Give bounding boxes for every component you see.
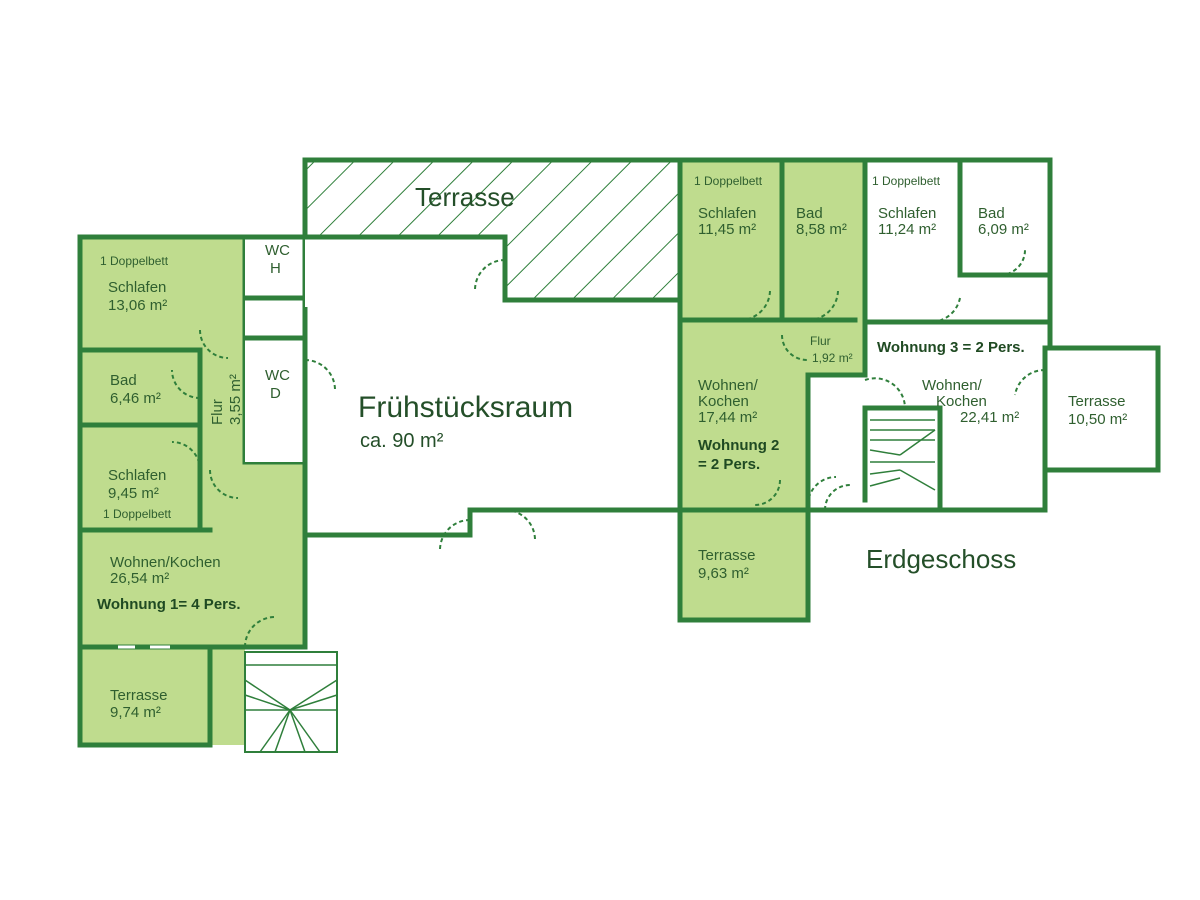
wc-d-label-1: WC <box>265 367 290 384</box>
apartment-1 <box>77 234 308 748</box>
apt2-flur-name: Flur <box>810 334 831 348</box>
apt2-wohnen-area: 17,44 m² <box>698 409 757 426</box>
apt2-wohnen-name2: Kochen <box>698 393 749 410</box>
apt1-bed-bottom: 1 Doppelbett <box>103 507 172 521</box>
apt3-schlafen-area: 11,24 m² <box>878 221 936 238</box>
apt1-schlafen2-area: 9,45 m² <box>108 485 159 502</box>
apt1-bad-area: 6,46 m² <box>110 390 161 407</box>
apt2-flur-area: 1,92 m² <box>812 351 853 365</box>
apt1-living-fill <box>245 462 305 647</box>
apt1-schlafen2-name: Schlafen <box>108 467 166 484</box>
apt1-wohnen-area: 26,54 m² <box>110 570 169 587</box>
apt2-wohnen-name1: Wohnen/ <box>698 377 759 394</box>
apt1-bad-name: Bad <box>110 372 137 389</box>
apt2-terrasse-name: Terrasse <box>698 547 756 564</box>
breakfast-room-name: Frühstücksraum <box>358 391 573 424</box>
apt1-schlafen1-area: 13,06 m² <box>108 297 167 314</box>
apt1-terrasse-area: 9,74 m² <box>110 704 161 721</box>
wc-d-label-2: D <box>270 385 281 402</box>
apt3-bad-area: 6,09 m² <box>978 221 1029 238</box>
apt3-wohnen-area: 22,41 m² <box>960 409 1019 426</box>
apt1-bed-top: 1 Doppelbett <box>100 254 169 268</box>
apt1-wohnen-name: Wohnen/Kochen <box>110 554 221 571</box>
apt2-bad-area: 8,58 m² <box>796 221 847 238</box>
apt1-fill <box>80 237 245 745</box>
breakfast-room <box>302 507 683 551</box>
apartment-2 <box>677 157 868 623</box>
wc-h-label-1: WC <box>265 242 290 259</box>
apt1-schlafen1-name: Schlafen <box>108 279 166 296</box>
floor-label: Erdgeschoss <box>866 544 1016 574</box>
apt3-schlafen-name: Schlafen <box>878 205 936 222</box>
terrace-top-label: Terrasse <box>415 182 515 212</box>
apt3-title: Wohnung 3 = 2 Pers. <box>877 339 1025 356</box>
apt2-terrasse-area: 9,63 m² <box>698 565 749 582</box>
apt3-bad-name: Bad <box>978 205 1005 222</box>
apt2-title-2: = 2 Pers. <box>698 456 760 473</box>
breakfast-room-area: ca. 90 m² <box>360 430 444 452</box>
apt3-wohnen-name2: Kochen <box>936 393 987 410</box>
apt1-flur-name: Flur <box>209 399 226 425</box>
apt1-title: Wohnung 1= 4 Pers. <box>97 596 241 613</box>
apt3-wohnen-name1: Wohnen/ <box>922 377 983 394</box>
stair-right <box>869 419 936 491</box>
wc-h-label-2: H <box>270 260 281 277</box>
apt2-bad-name: Bad <box>796 205 823 222</box>
apt1-flur-area: 3,55 m² <box>227 374 244 425</box>
terrace-top <box>302 157 683 307</box>
apt2-schlafen-area: 11,45 m² <box>698 221 756 238</box>
wc-block <box>242 234 336 465</box>
apt3-bed: 1 Doppelbett <box>872 174 941 188</box>
apt1-terrasse-name: Terrasse <box>110 687 168 704</box>
stair-left <box>244 651 338 753</box>
apt2-title-1: Wohnung 2 <box>698 437 779 454</box>
apt3-terrasse-area: 10,50 m² <box>1068 411 1127 428</box>
apartment-3 <box>805 157 1161 513</box>
apt2-bed: 1 Doppelbett <box>694 174 763 188</box>
apt3-terrasse-name: Terrasse <box>1068 393 1126 410</box>
apt2-schlafen-name: Schlafen <box>698 205 756 222</box>
